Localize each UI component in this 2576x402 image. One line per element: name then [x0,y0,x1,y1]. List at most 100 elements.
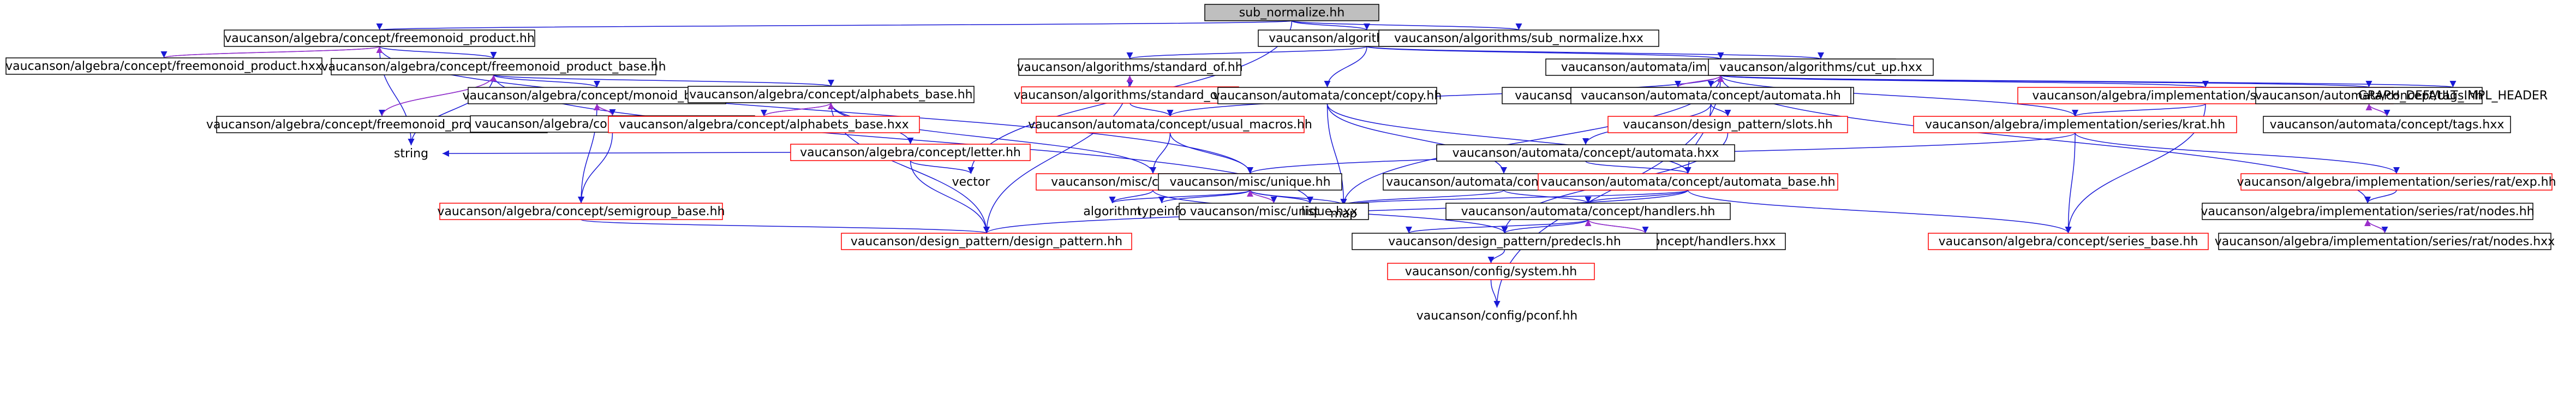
edge-automata_hxx-to-automata_base [1585,161,1692,174]
node-label: vaucanson/automata/concept/tags.hxx [2270,118,2505,132]
node-ab[interactable]: vaucanson/algebra/concept/alphabets_base… [688,86,975,103]
edge-sub_normalize-to-fmp [377,20,1293,31]
node-label: GRAPH_DEFAULT_IMPL_HEADER [2358,89,2548,103]
node-series-base[interactable]: vaucanson/algebra/concept/series_base.hh [1928,233,2209,250]
node-string[interactable]: string [394,147,428,161]
edge-krat_exp-to-rat_nodes [2364,190,2397,204]
node-tags[interactable]: vaucanson/automata/concept/tags.hh [2255,87,2483,104]
node-label: vaucanson/algebra/concept/monoid_base.hh [462,89,731,103]
edge-letter-to-dp [910,160,990,234]
node-box [1607,116,1848,133]
edge-automata_base-to-handlers [1585,190,1689,204]
node-tags-hxx[interactable]: vaucanson/automata/concept/tags.hxx [2263,116,2511,133]
node-box [1204,4,1379,21]
node-predecls[interactable]: vaucanson/design_pattern/predecls.hh [1352,233,1658,250]
node-box [1445,203,1731,220]
node-box [439,203,723,220]
node-letter[interactable]: vaucanson/algebra/concept/letter.hh [790,144,1031,161]
node-box [1378,29,1659,47]
node-box [2263,116,2511,133]
node-dp[interactable]: vaucanson/design_pattern/design_pattern.… [841,233,1132,250]
edge-copy-to-map [1326,103,1347,206]
edge-fmp-to-fmpb [379,46,497,59]
node-pconf[interactable]: vaucanson/config/pconf.hh [1416,309,1577,323]
node-copy[interactable]: vaucanson/automata/concept/copy.hh [1213,87,1442,104]
node-fmpb[interactable]: vaucanson/algebra/concept/freemonoid_pro… [321,58,666,75]
node-handlers[interactable]: vaucanson/automata/concept/handlers.hh [1445,203,1731,220]
edge-usual_macros-to-container_ops [1150,132,1171,174]
node-box [790,144,1031,161]
edge-letter-to-vector [910,160,975,174]
node-krat[interactable]: vaucanson/algebra/implementation/series/… [1913,116,2237,133]
node-label: vector [952,175,991,189]
node-box [1018,58,1241,76]
node-vector[interactable]: vector [952,175,991,189]
node-label: vaucanson/algebra/concept/alphabets_base… [619,118,909,132]
edge-tags_hxx-to-tags [2365,103,2388,117]
node-label: vaucanson/automata/concept/copy.hh [1213,89,1442,103]
node-box [1179,203,1369,220]
node-ab-hxx[interactable]: vaucanson/algebra/concept/alphabets_base… [608,116,920,133]
node-sgb[interactable]: vaucanson/algebra/concept/semigroup_base… [437,203,725,220]
node-slots[interactable]: vaucanson/design_pattern/slots.hh [1607,116,1848,133]
node-system[interactable]: vaucanson/config/system.hh [1387,263,1595,280]
node-sub-norm-hxx[interactable]: vaucanson/algorithms/sub_normalize.hxx [1378,29,1659,47]
node-rat-nodes-hxx[interactable]: vaucanson/algebra/implementation/series/… [2215,233,2555,250]
node-rat-nodes[interactable]: vaucanson/algebra/implementation/series/… [2201,203,2535,220]
edge-generalized_hxx-to-generalized [1677,75,1724,88]
node-box [331,58,656,75]
node-box [5,57,322,75]
node-label: sub_normalize.hh [1239,6,1345,20]
node-automata-hxx[interactable]: vaucanson/automata/concept/automata.hxx [1436,144,1735,162]
node-label: vaucanson/config/pconf.hh [1416,309,1577,323]
edge-mb_hxx-to-mb [594,103,613,116]
node-label: vaucanson/algebra/concept/alphabets_base… [689,88,972,102]
node-cut-up-hxx[interactable]: vaucanson/algorithms/cut_up.hxx [1708,58,1934,76]
edge-rat_nodes_hxx-to-rat_nodes [2364,219,2386,234]
edge-fmpb_hxx-to-fmpb [381,74,497,117]
node-label: list [1301,205,1319,218]
node-label: vaucanson/algorithms/cut_up.hxx [1719,61,1922,74]
node-automata-base[interactable]: vaucanson/automata/concept/automata_base… [1538,173,1838,191]
edge-generalized-to-graph_impl [1720,75,2456,88]
node-unique[interactable]: vaucanson/misc/unique.hh [1158,173,1342,191]
edge-generalized-to-krat [1720,75,2078,117]
edge-ab-to-container_ops [830,102,1156,174]
node-label: vaucanson/automata/concept/handlers.hh [1461,205,1716,218]
edge-cut_up-to-std_of [1126,46,1367,60]
edge-mb_hxx-to-sgb [578,132,613,204]
edge-series_generalized-to-krat [2072,103,2206,117]
node-fmp-hxx[interactable]: vaucanson/algebra/concept/freemonoid_pro… [5,57,322,75]
node-unique-hxx[interactable]: vaucanson/misc/unique.hxx [1179,203,1369,220]
edge-usual_macros-to-unique [1169,132,1253,174]
edge-automata_base-to-series_base [1687,190,2072,234]
edge-cut_up-to-generalized [1366,46,1724,60]
node-label: vaucanson/algebra/concept/letter.hh [800,146,1021,159]
node-std-of[interactable]: vaucanson/algorithms/standard_of.hh [1017,58,1243,76]
node-label: map [1330,207,1357,221]
node-algorithm[interactable]: algorithm [1083,205,1141,218]
edge-handlers-to-iostream [1406,219,1589,234]
node-typeinfo[interactable]: typeinfo [1137,205,1186,218]
node-list[interactable]: list [1301,205,1319,218]
node-label: vaucanson/algebra/implementation/series/… [2215,235,2555,249]
node-box [1708,58,1934,76]
node-map[interactable]: map [1330,207,1357,221]
node-box [224,29,535,47]
node-automata-hh[interactable]: vaucanson/automata/concept/automata.hh [1570,87,1851,104]
node-box [1352,233,1658,250]
node-sub-normalize[interactable]: sub_normalize.hh [1204,4,1379,21]
edge-sub_normalize-to-sub_norm_hxx [1291,20,1522,31]
node-box [1913,116,2237,133]
node-graph-impl[interactable]: GRAPH_DEFAULT_IMPL_HEADER [2358,89,2548,103]
node-box [1538,173,1838,191]
node-fmp[interactable]: vaucanson/algebra/concept/freemonoid_pro… [224,29,535,47]
edge-std_of-to-dp [983,75,1131,234]
node-krat-exp[interactable]: vaucanson/algebra/implementation/series/… [2237,173,2556,191]
node-usual-macros[interactable]: vaucanson/automata/concept/usual_macros.… [1028,116,1312,133]
node-mb[interactable]: vaucanson/algebra/concept/monoid_base.hh [462,87,732,104]
edge-automata_hh-to-automata_base [1684,103,1712,174]
node-box [1217,87,1437,104]
node-std-of-hxx[interactable]: vaucanson/algorithms/standard_of.hxx [1014,86,1246,104]
